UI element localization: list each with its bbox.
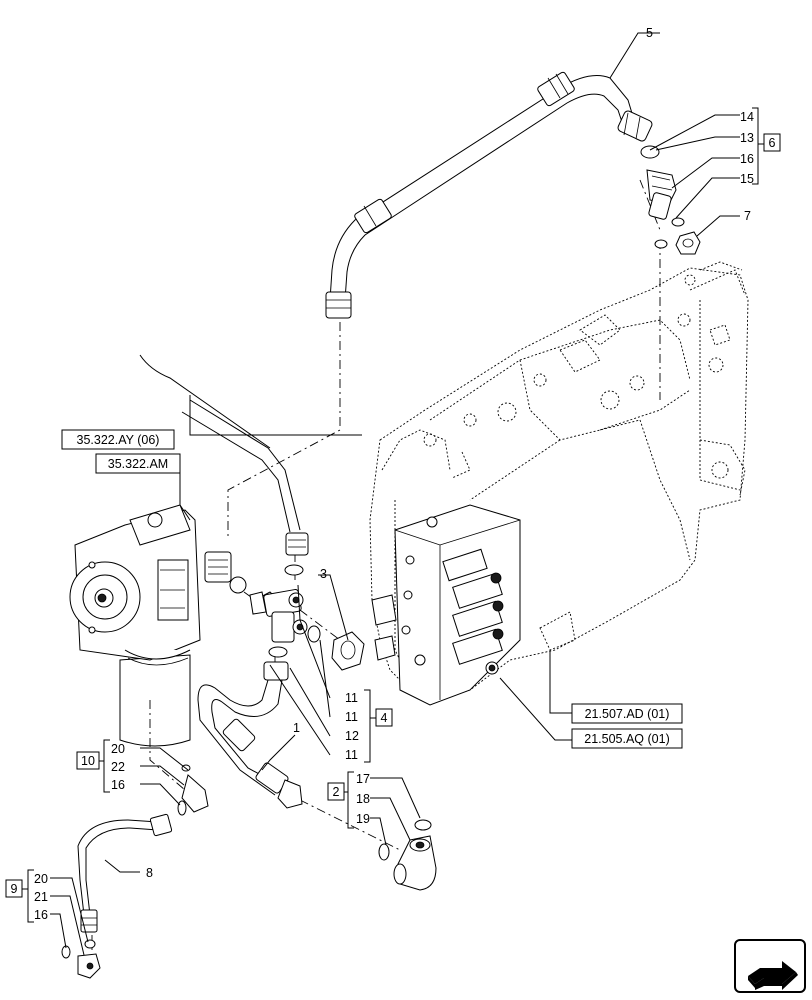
bracket-group-9: 9 — [5, 869, 34, 923]
reference-21-505-aq[interactable]: 21.505.AQ (01) — [571, 728, 683, 749]
reference-21-505-aq-label[interactable]: 21.505.AQ (01) — [584, 732, 669, 746]
bracket-group-10: 10 — [76, 739, 110, 793]
reference-21-507-ad-label[interactable]: 21.507.AD (01) — [585, 707, 670, 721]
callout-9: 9 — [11, 882, 18, 896]
callout-3: 3 — [320, 567, 327, 581]
o-ring-15 — [671, 217, 685, 227]
transmission-housing — [369, 261, 749, 701]
callout-17: 17 — [356, 772, 370, 786]
callout-1: 1 — [293, 721, 300, 735]
callout-19: 19 — [356, 812, 370, 826]
next-page-arrow-icon[interactable] — [734, 939, 806, 993]
callout-14: 14 — [740, 110, 754, 124]
callout-18: 18 — [356, 792, 370, 806]
elbow-2 — [378, 819, 437, 891]
callout-11-a: 11 — [345, 691, 358, 705]
o-ring-13 — [640, 145, 660, 159]
callout-11-c: 11 — [345, 748, 358, 762]
pump-outlet-fitting — [204, 551, 247, 594]
callout-16-c: 16 — [34, 908, 48, 922]
callout-5: 5 — [646, 26, 653, 40]
adapter-16 — [646, 169, 677, 220]
o-ring-16-small — [654, 239, 668, 249]
callout-13: 13 — [740, 131, 754, 145]
callout-15: 15 — [740, 172, 754, 186]
callout-8: 8 — [146, 866, 153, 880]
callout-20-a: 20 — [111, 742, 125, 756]
nut-7 — [675, 231, 701, 255]
callout-12: 12 — [345, 729, 359, 743]
hose-5 — [325, 71, 653, 319]
bracket-group-2: 2 — [327, 771, 354, 829]
callout-20-b: 20 — [34, 872, 48, 886]
centre-lines — [91, 179, 661, 960]
callout-4: 4 — [381, 711, 388, 725]
o-ring-12 — [268, 646, 288, 658]
callout-16-b: 16 — [111, 778, 125, 792]
hose-1 — [197, 661, 303, 809]
callout-22: 22 — [111, 760, 125, 774]
callout-16-top: 16 — [740, 152, 754, 166]
callout-6: 6 — [769, 136, 776, 150]
o-ring-11a — [284, 564, 304, 576]
valve-block — [371, 504, 521, 706]
callout-21: 21 — [34, 890, 48, 904]
bracket-group-6: 6 — [752, 107, 781, 185]
tube-8 — [61, 764, 209, 979]
o-ring-11b — [307, 625, 321, 643]
callout-2: 2 — [333, 785, 340, 799]
callout-labels: 5 14 13 16 15 7 3 11 11 12 11 1 17 18 19… — [34, 26, 754, 922]
nut-3 — [331, 631, 365, 671]
tee-fitting — [249, 589, 308, 643]
callout-10: 10 — [81, 754, 95, 768]
callout-7: 7 — [744, 209, 751, 223]
reference-35-322-ay[interactable]: 35.322.AY (06) — [61, 429, 175, 450]
reference-35-322-am-label[interactable]: 35.322.AM — [108, 457, 168, 471]
pipe-to-tee — [181, 399, 309, 556]
callout-11-b: 11 — [345, 710, 358, 724]
reference-35-322-am[interactable]: 35.322.AM — [95, 453, 181, 474]
reference-21-507-ad[interactable]: 21.507.AD (01) — [571, 703, 683, 724]
leader-lines — [50, 32, 740, 956]
reference-35-322-ay-label[interactable]: 35.322.AY (06) — [77, 433, 160, 447]
bracket-group-4: 4 — [364, 689, 393, 763]
pump-assembly — [69, 504, 201, 747]
